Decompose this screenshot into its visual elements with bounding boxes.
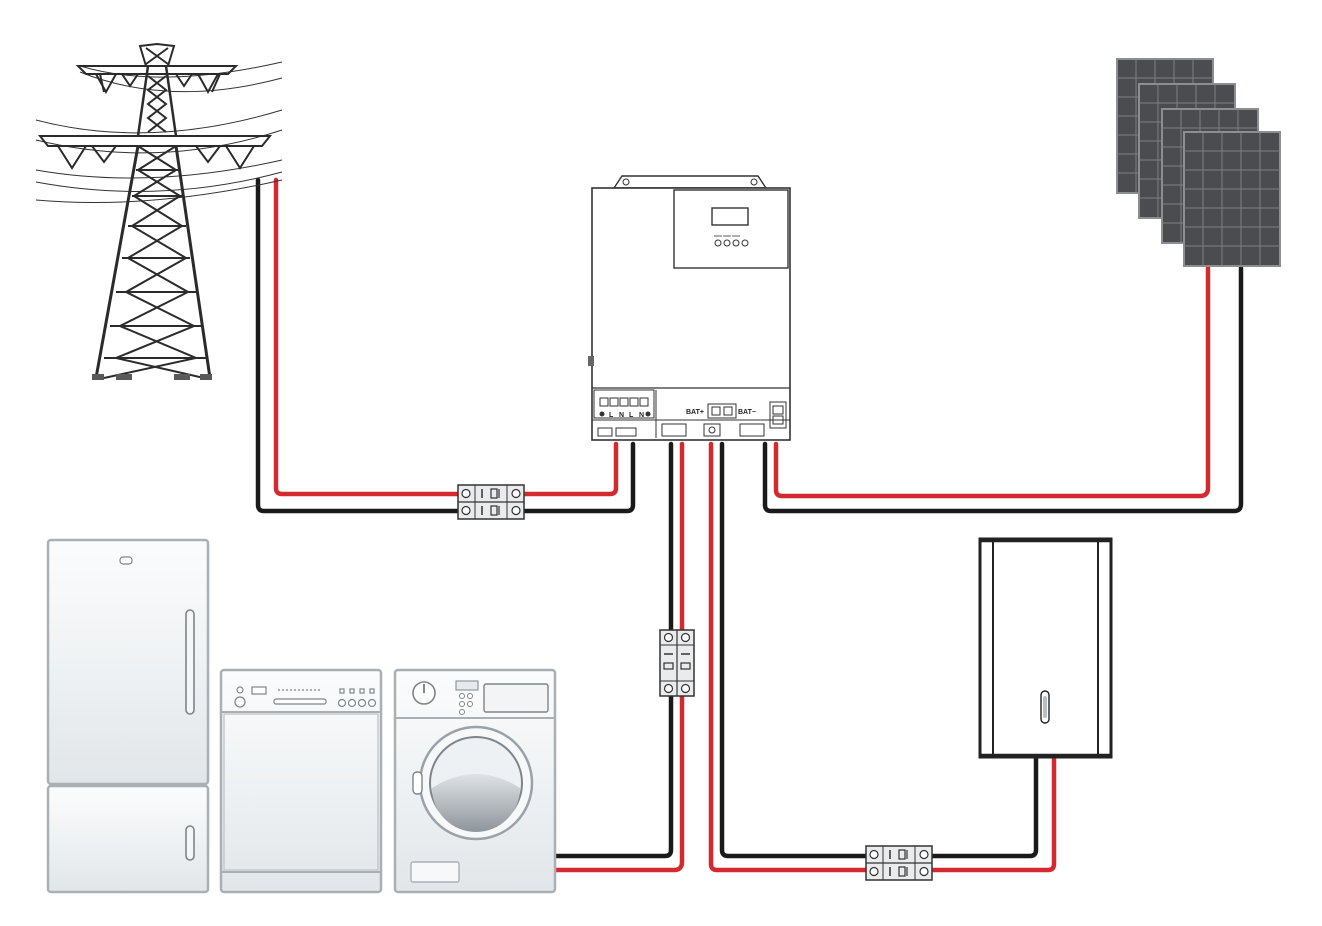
inverter-control-panel bbox=[673, 189, 789, 269]
solar-panel-array bbox=[1116, 58, 1281, 267]
inverter: L N L N BAT+ BAT− bbox=[588, 175, 791, 441]
load-negative-wire bbox=[553, 441, 674, 859]
battery-negative-wire-out bbox=[929, 755, 1039, 859]
inverter-button[interactable] bbox=[732, 239, 740, 247]
grid-positive-wire-inverter bbox=[521, 441, 619, 497]
battery-positive-wire-out bbox=[929, 755, 1057, 873]
terminal-label-n2: N bbox=[639, 412, 644, 419]
freezer-indicator bbox=[119, 556, 133, 565]
washer-detergent-drawer[interactable] bbox=[483, 683, 549, 713]
inverter-terminal-block: L N L N BAT+ BAT− bbox=[592, 387, 790, 438]
battery-breaker bbox=[865, 845, 933, 881]
terminal-label-l2: L bbox=[629, 412, 634, 419]
grid-breaker bbox=[457, 484, 525, 520]
inverter-button[interactable] bbox=[723, 239, 731, 247]
pv-negative-wire bbox=[762, 265, 1244, 514]
grid-negative-wire-inverter bbox=[521, 441, 636, 514]
dishwasher-dial[interactable] bbox=[236, 686, 244, 694]
refrigerator bbox=[46, 538, 210, 894]
power-grid-tower bbox=[35, 42, 283, 380]
grid-positive-wire bbox=[273, 177, 461, 497]
washing-machine bbox=[393, 668, 557, 894]
grid-negative-wire bbox=[255, 177, 461, 514]
dishwasher bbox=[219, 668, 383, 894]
solar-panel bbox=[1183, 131, 1281, 267]
washer-door-handle[interactable] bbox=[412, 771, 423, 795]
dishwasher-control-panel bbox=[234, 686, 377, 708]
lcd-screen bbox=[711, 207, 749, 226]
load-positive-wire bbox=[553, 441, 685, 873]
terminal-label-l1: L bbox=[609, 412, 614, 419]
terminal-label-n1: N bbox=[619, 412, 624, 419]
dishwasher-dial[interactable] bbox=[234, 696, 246, 708]
load-breaker bbox=[659, 629, 695, 697]
battery-negative-label: BAT− bbox=[738, 409, 756, 416]
battery-positive-label: BAT+ bbox=[686, 409, 704, 416]
battery-pack bbox=[978, 537, 1113, 759]
inverter-button[interactable] bbox=[741, 239, 749, 247]
power-lines bbox=[35, 61, 283, 203]
battery-positive-wire bbox=[708, 441, 869, 873]
inverter-button[interactable] bbox=[714, 239, 722, 247]
freezer-door-handle[interactable] bbox=[185, 825, 195, 861]
battery-negative-wire bbox=[719, 441, 869, 859]
pv-positive-wire bbox=[773, 265, 1211, 499]
fridge-door-handle[interactable] bbox=[185, 609, 195, 715]
wires bbox=[255, 177, 1244, 873]
